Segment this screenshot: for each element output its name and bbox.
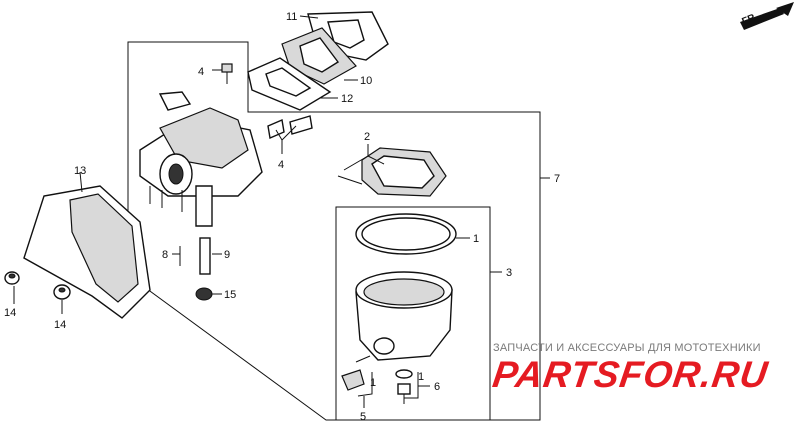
callout-15: 15 xyxy=(224,289,236,301)
callout-1-bolt: 1 xyxy=(418,371,424,383)
callout-3: 3 xyxy=(506,267,512,279)
grommet-14-left xyxy=(4,271,20,285)
gasket-12 xyxy=(247,57,332,111)
o-ring-1 xyxy=(355,213,457,255)
callout-8: 8 xyxy=(162,249,168,261)
callout-11: 11 xyxy=(286,11,297,23)
callout-12: 12 xyxy=(341,93,353,105)
callout-5: 5 xyxy=(360,411,366,423)
callout-1-ring: 1 xyxy=(473,233,479,245)
callout-9: 9 xyxy=(224,249,230,261)
bolt-6 xyxy=(395,369,413,404)
float-chamber xyxy=(355,271,453,361)
callout-7: 7 xyxy=(554,173,560,185)
leader-lines xyxy=(13,15,550,408)
cover-13 xyxy=(23,185,151,319)
cap-15 xyxy=(195,287,213,301)
callout-1-screw: 1 xyxy=(370,377,376,389)
callout-14-right: 14 xyxy=(54,319,66,331)
front-direction-arrow xyxy=(740,2,794,30)
float-chamber-box xyxy=(335,206,491,421)
watermark-tagline: ЗАПЧАСТИ И АКСЕССУАРЫ ДЛЯ МОТОТЕХНИКИ xyxy=(493,342,761,354)
drain-screw-5 xyxy=(341,355,371,391)
grommet-14-right xyxy=(53,284,71,300)
carburetor-body xyxy=(139,91,263,227)
callout-13: 13 xyxy=(74,165,86,177)
callout-2: 2 xyxy=(364,131,370,143)
insulator-10 xyxy=(281,27,357,85)
watermark-logo: PARTSFOR.RU xyxy=(490,354,771,395)
tube-9 xyxy=(199,237,211,275)
callout-6: 6 xyxy=(434,381,440,393)
screw-4-top xyxy=(221,63,233,84)
float-2 xyxy=(337,147,447,197)
callout-4-top: 4 xyxy=(198,66,204,78)
callout-10: 10 xyxy=(360,75,372,87)
callout-14-left: 14 xyxy=(4,307,16,319)
callout-4-pair: 4 xyxy=(278,159,284,171)
screws-4-pair xyxy=(267,115,313,139)
assembly-outline xyxy=(127,41,541,421)
